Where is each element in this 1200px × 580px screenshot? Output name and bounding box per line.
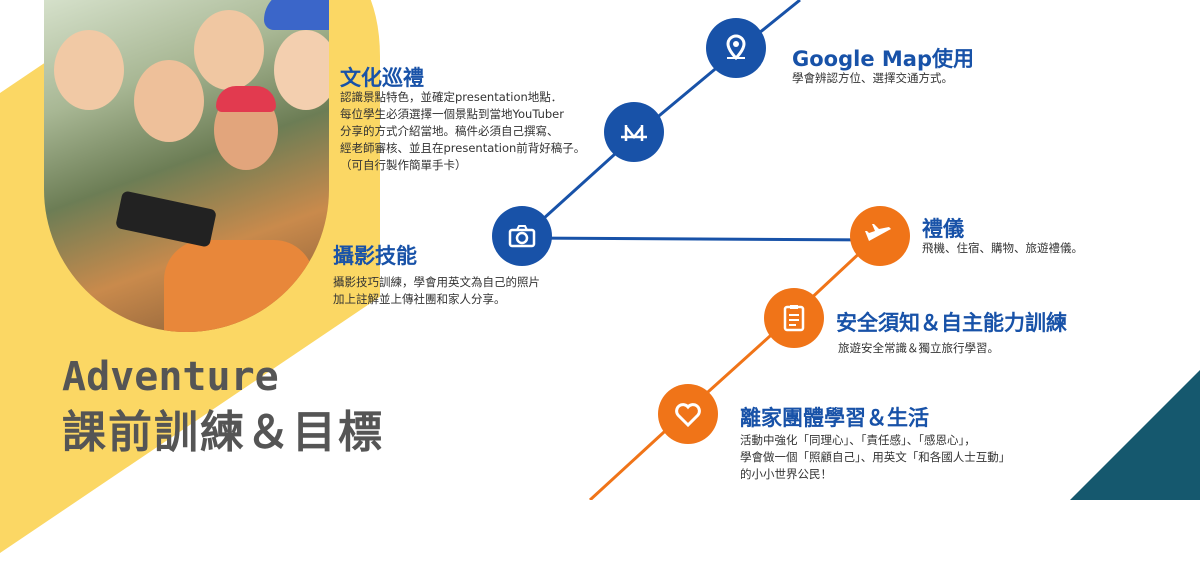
map-pin-icon (706, 18, 766, 78)
kids-selfie-photo (44, 0, 329, 332)
training-goals-heading: 課前訓練＆目標 (62, 407, 384, 458)
etiquette-title: 禮儀 (922, 217, 964, 241)
group-living-title: 離家團體學習＆生活 (740, 406, 929, 430)
safety-description: 旅遊安全常識＆獨立旅行學習。 (838, 341, 999, 355)
clipboard-icon (764, 288, 824, 348)
camera-icon (492, 206, 552, 266)
blue-connector-line (521, 236, 881, 242)
adventure-heading: Adventure (62, 354, 279, 400)
google-map-description: 學會辨認方位、選擇交通方式。 (792, 71, 953, 85)
culture-title: 文化巡禮 (340, 66, 424, 90)
culture-description: 認識景點特色，並確定presentation地點． 每位學生必須選擇一個景點到當… (340, 90, 586, 172)
heart-icon (658, 384, 718, 444)
google-map-title: Google Map使用 (792, 47, 974, 71)
photo-skill-title: 攝影技能 (333, 244, 417, 268)
safety-title: 安全須知＆自主能力訓練 (836, 311, 1067, 335)
timeline-lines (520, 0, 882, 500)
group-living-description: 活動中強化「同理心」、「責任感」、「感恩心」， 學會做一個「照顧自己」、用英文「… (740, 433, 1011, 481)
teal-corner-shape (1070, 370, 1200, 500)
photo-skill-description: 攝影技巧訓練，學會用英文為自己的照片 加上註解並上傳社團和家人分享。 (333, 275, 540, 306)
airplane-icon (850, 206, 910, 266)
orange-timeline-line (588, 232, 882, 500)
etiquette-description: 飛機、住宿、購物、旅遊禮儀。 (922, 241, 1083, 255)
bridge-icon (604, 102, 664, 162)
blue-timeline-line (520, 0, 801, 240)
